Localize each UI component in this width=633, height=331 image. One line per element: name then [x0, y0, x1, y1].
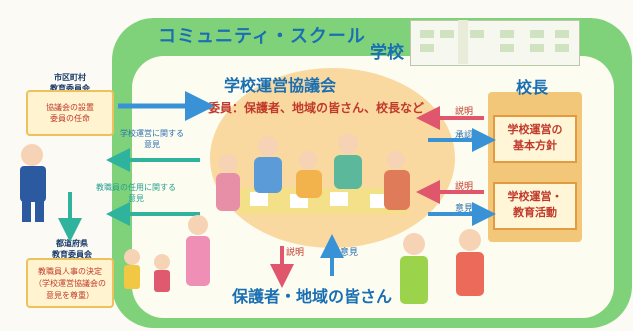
label-opinion-staff: 教職員の任用に関する 意見: [96, 183, 176, 203]
label-explain-mid: 説明: [455, 182, 474, 192]
label-opinion-bottom: 意見: [340, 248, 359, 258]
label-opinion-right: 意見: [455, 204, 474, 214]
pref-board-box: 教職員人事の決定 （学校運営協議会の 意見を尊重）: [26, 258, 114, 308]
community-school-title: コミュニティ・スクール: [158, 26, 366, 47]
label-explain-bottom: 説明: [286, 248, 305, 258]
council-members-text: 委員：保護者、地域の皆さん、校長など: [208, 101, 425, 115]
pref-board-text: 教職員人事の決定 （学校運営協議会の 意見を尊重）: [34, 267, 106, 300]
council-oval: [210, 68, 455, 248]
label-approve: 承認: [455, 131, 474, 141]
school-building-illustration: [410, 20, 580, 66]
council-title: 学校運営協議会: [224, 76, 337, 95]
school-label: 学校: [370, 43, 404, 63]
city-board-title: 市区町村 教育委員会: [50, 73, 90, 93]
school-building-windows: [420, 20, 569, 64]
principal-title: 校長: [516, 78, 549, 97]
community-people-illustration: [124, 215, 484, 304]
label-opinion-admin: 学校運営に関する 意見: [120, 129, 184, 149]
official-illustration: [20, 144, 46, 222]
pref-board-title: 都道府県 教育委員会: [52, 239, 92, 259]
city-board-box: 協議会の設置 委員の任命: [26, 90, 114, 136]
council-meeting-illustration: [216, 134, 410, 214]
parents-community-label: 保護者・地域の皆さん: [232, 287, 393, 306]
label-explain-top: 説明: [455, 107, 474, 117]
city-board-text: 協議会の設置 委員の任命: [46, 103, 94, 123]
